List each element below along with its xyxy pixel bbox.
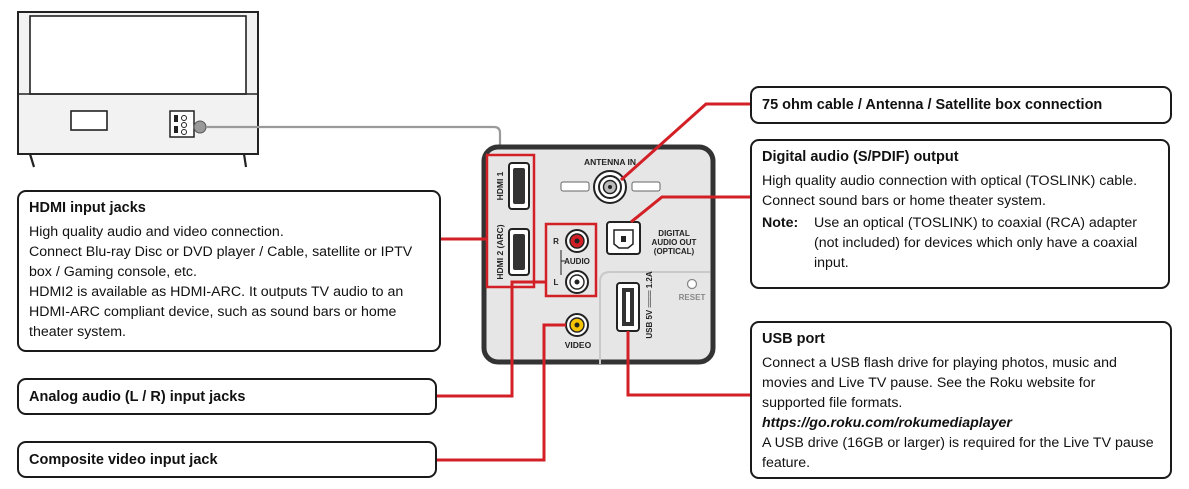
antenna-callout: 75 ohm cable / Antenna / Satellite box c… bbox=[750, 86, 1172, 124]
usb-callout: USB port Connect a USB flash drive for p… bbox=[750, 321, 1172, 479]
composite-callout-title: Composite video input jack bbox=[29, 451, 218, 468]
digital-audio-callout-line1: High quality audio connection with optic… bbox=[762, 173, 1138, 189]
hdmi-callout-line3: HDMI2 is available as HDMI-ARC. It outpu… bbox=[29, 284, 404, 340]
digital-audio-callout: Digital audio (S/PDIF) output High quali… bbox=[750, 139, 1170, 289]
reset-button: RESET bbox=[679, 278, 706, 302]
usb-callout-url: https://go.roku.com/rokumediaplayer bbox=[762, 415, 1012, 431]
digital-label-2: AUDIO OUT bbox=[652, 238, 697, 247]
tv-rear-illustration bbox=[17, 11, 259, 168]
hdmi-callout-line1: High quality audio and video connection. bbox=[29, 224, 284, 240]
usb-callout-title: USB port bbox=[762, 331, 825, 347]
digital-audio-note: Note: Use an optical (TOSLINK) to coaxia… bbox=[762, 213, 1158, 273]
composite-callout-line bbox=[436, 323, 566, 462]
hdmi1-label: HDMI 1 bbox=[495, 171, 505, 200]
antenna-callout-line bbox=[620, 102, 751, 182]
audio-l-label: L bbox=[554, 278, 559, 287]
note-text: Use an optical (TOSLINK) to coaxial (RCA… bbox=[814, 215, 1138, 271]
antenna-callout-title: 75 ohm cable / Antenna / Satellite box c… bbox=[762, 97, 1103, 113]
digital-audio-callout-title: Digital audio (S/PDIF) output bbox=[762, 149, 959, 165]
audio-label: AUDIO bbox=[564, 257, 590, 266]
analog-audio-callout-title: Analog audio (L / R) input jacks bbox=[29, 388, 246, 405]
digital-audio-callout-line bbox=[630, 195, 751, 224]
usb-port: USB 5V ═══ 1.2A bbox=[616, 271, 654, 339]
hdmi-callout: HDMI input jacks High quality audio and … bbox=[17, 190, 441, 352]
hdmi-callout-line2: Connect Blu-ray Disc or DVD player / Cab… bbox=[29, 244, 413, 280]
usb-callout-line bbox=[626, 331, 751, 397]
digital-label-3: (OPTICAL) bbox=[654, 247, 695, 256]
video-label: VIDEO bbox=[565, 340, 592, 350]
hdmi-callout-title: HDMI input jacks bbox=[29, 200, 146, 216]
digital-label-1: DIGITAL bbox=[658, 229, 690, 238]
hdmi-ports: HDMI 1 HDMI 2 (ARC) bbox=[485, 153, 536, 289]
usb-callout-line2: A USB drive (16GB or larger) is required… bbox=[762, 435, 1154, 471]
usb-callout-line1: Connect a USB flash drive for playing ph… bbox=[762, 355, 1117, 411]
antenna-in-port: ANTENNA IN bbox=[560, 157, 661, 204]
antenna-label: ANTENNA IN bbox=[584, 157, 636, 167]
audio-r-label: R bbox=[553, 237, 559, 246]
analog-audio-callout: Analog audio (L / R) input jacks bbox=[17, 378, 437, 415]
hdmi2-label: HDMI 2 (ARC) bbox=[495, 224, 505, 279]
note-label: Note: bbox=[762, 215, 799, 231]
callout-lines bbox=[436, 102, 751, 462]
tv-to-panel-connector bbox=[206, 125, 502, 147]
digital-audio-out-port: DIGITAL AUDIO OUT (OPTICAL) bbox=[606, 221, 697, 256]
composite-video-port: VIDEO bbox=[565, 313, 592, 350]
digital-audio-callout-line2: Connect sound bars or home theater syste… bbox=[762, 193, 1046, 209]
analog-audio-callout-line bbox=[436, 280, 546, 398]
analog-audio-ports: R AUDIO L bbox=[544, 222, 598, 298]
reset-label: RESET bbox=[679, 293, 706, 302]
composite-callout: Composite video input jack bbox=[17, 441, 437, 478]
usb-label: USB 5V ═══ 1.2A bbox=[645, 271, 654, 338]
